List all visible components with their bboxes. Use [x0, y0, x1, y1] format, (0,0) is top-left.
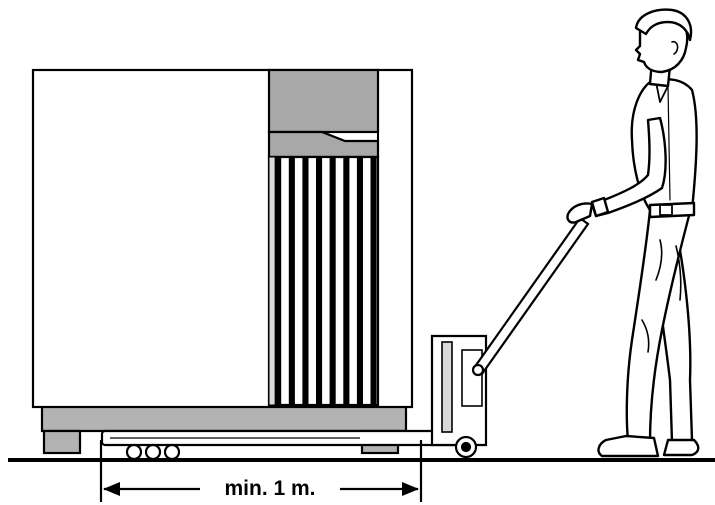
vent-bar: [343, 157, 350, 405]
pallet-truck-handle: [472, 216, 590, 376]
dimension-arrowhead-left: [103, 482, 120, 496]
pallet-truck: [100, 216, 590, 461]
cabinet-foot-left: [42, 429, 82, 455]
machine-cabinet: [31, 68, 414, 455]
cabinet-base: [40, 403, 408, 433]
vent-bars: [268, 156, 377, 406]
vent-bar: [275, 157, 282, 405]
vent-bar: [288, 157, 295, 405]
dimension-label: min. 1 m.: [200, 474, 340, 504]
fork-wheel-1: [125, 443, 143, 461]
vent-bar: [302, 157, 309, 405]
fork-wheel-2: [144, 443, 162, 461]
vent-bar: [356, 157, 363, 405]
operator-figure: [566, 8, 700, 458]
vent-edge: [268, 156, 276, 406]
vent-bar: [316, 157, 323, 405]
vent-bar: [370, 157, 377, 405]
vent-bar: [329, 157, 336, 405]
cabinet-top-panel: [267, 68, 380, 134]
dimension-line: [99, 440, 423, 502]
fork-wheel-3: [163, 443, 181, 461]
dimension-arrowhead-right: [402, 482, 419, 496]
